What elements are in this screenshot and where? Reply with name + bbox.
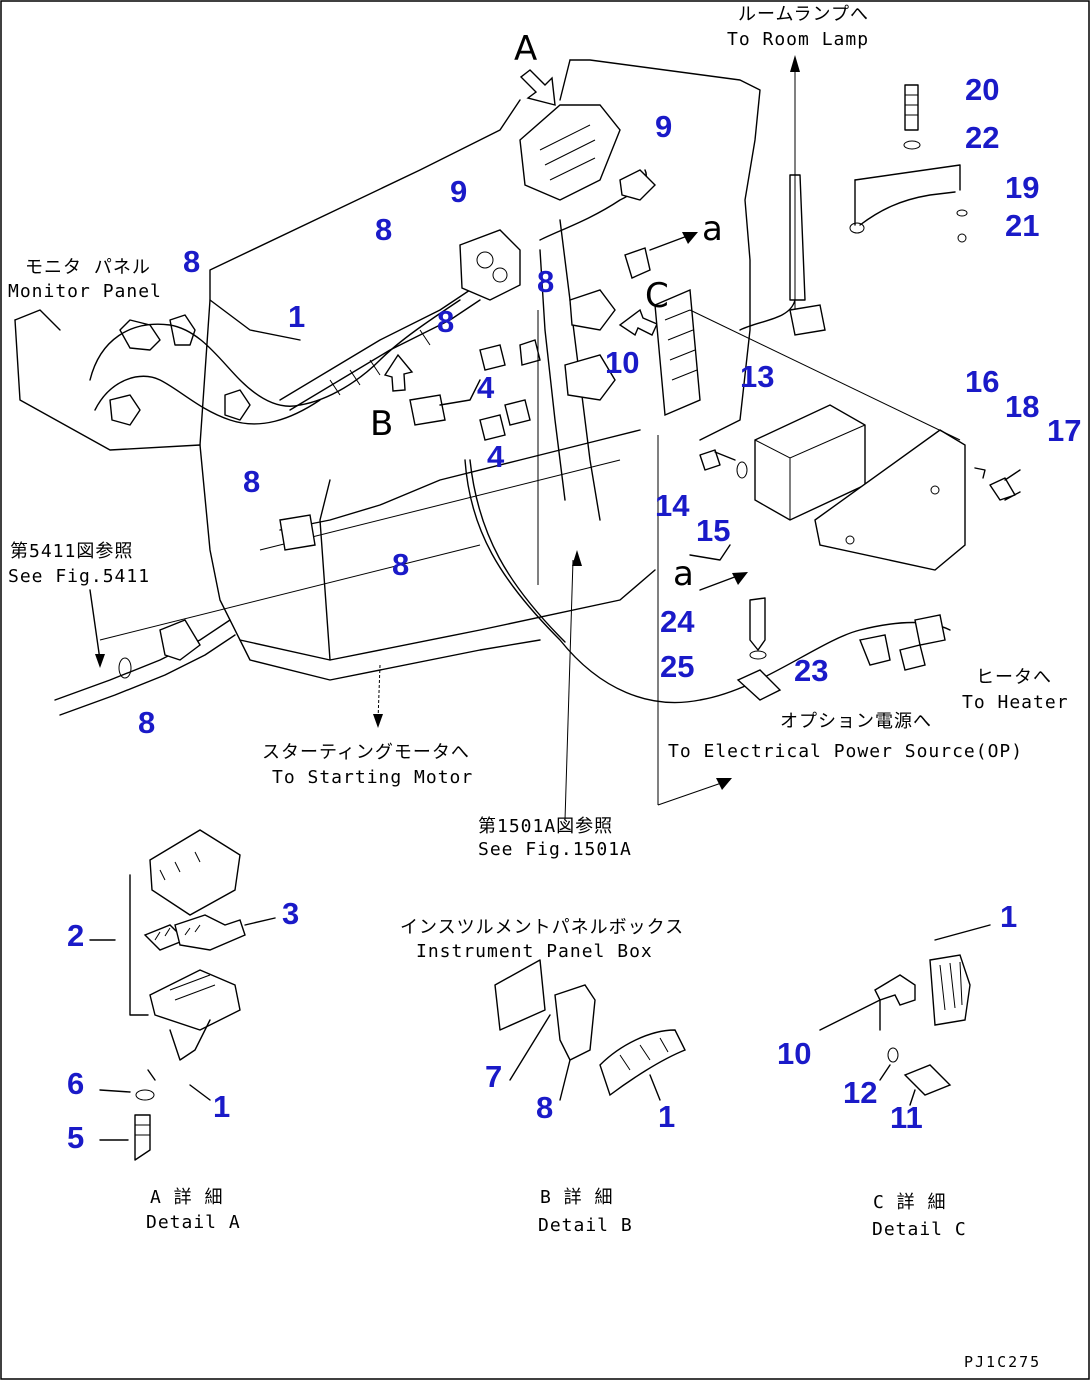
callout-7: 7	[485, 1059, 502, 1094]
starting-motor-label-jp: スターティングモータへ	[262, 742, 470, 763]
callout-11: 11	[890, 1100, 923, 1135]
see-fig-1501a-label-en: See Fig.1501A	[478, 839, 632, 860]
callout-18: 18	[1005, 389, 1039, 424]
detail-c-drawing	[819, 924, 991, 1106]
heater-label-jp: ヒータへ	[976, 667, 1052, 688]
callout-9-upper: 9	[655, 109, 672, 144]
callout-4-lower: 4	[487, 439, 505, 474]
callout-1-detail-b: 1	[658, 1099, 675, 1134]
starting-motor-label-en: To Starting Motor	[272, 767, 473, 788]
callout-25: 25	[660, 649, 694, 684]
instrument-box-label-en: Instrument Panel Box	[416, 941, 653, 962]
callout-8-center: 8	[537, 264, 554, 299]
callout-10-detail-c: 10	[777, 1036, 811, 1071]
detail-a-drawing	[89, 829, 276, 1161]
callout-4-upper: 4	[477, 370, 495, 405]
view-letter-b: B	[370, 404, 393, 444]
callout-10-main: 10	[605, 345, 639, 380]
see-fig-5411-label-en: See Fig.5411	[8, 566, 150, 587]
detail-b-drawing	[494, 959, 686, 1101]
monitor-panel-label-jp: モニタ パネル	[25, 257, 151, 278]
callout-8-bottom: 8	[138, 705, 155, 740]
view-letter-c: C	[645, 276, 669, 316]
detail-b-caption-jp: B 詳 細	[540, 1187, 614, 1208]
detail-b-caption-en: Detail B	[538, 1215, 633, 1236]
callout-8-detail-b: 8	[536, 1090, 553, 1125]
callout-17: 17	[1047, 413, 1081, 448]
instrument-box-label-jp: インスツルメントパネルボックス	[400, 917, 684, 938]
detail-c-caption-jp: C 詳 細	[873, 1192, 947, 1213]
detail-a-caption-en: Detail A	[146, 1212, 241, 1233]
heater-label-en: To Heater	[962, 692, 1069, 713]
callout-8-top: 8	[375, 212, 392, 247]
view-letters: A B C a a	[370, 29, 723, 594]
monitor-panel-label-en: Monitor Panel	[8, 281, 162, 302]
view-letter-a: A	[514, 29, 537, 69]
ground-strap	[849, 84, 968, 243]
detail-a-caption-jp: A 詳 細	[150, 1187, 224, 1208]
callout-8-left: 8	[243, 464, 260, 499]
callout-1-main: 1	[288, 299, 305, 334]
callout-5: 5	[67, 1120, 84, 1155]
callout-9-center: 9	[450, 174, 467, 209]
callout-8-mid: 8	[437, 304, 454, 339]
callout-20: 20	[965, 72, 999, 107]
text-labels: ルームランプへ To Room Lamp モニタ パネル Monitor Pan…	[8, 4, 1069, 1371]
callout-14: 14	[655, 488, 690, 523]
callout-1-detail-a: 1	[213, 1089, 230, 1124]
see-fig-5411-label-jp: 第5411図参照	[10, 541, 133, 562]
see-fig-1501a-label-jp: 第1501A図参照	[478, 816, 613, 837]
room-lamp-label-jp: ルームランプへ	[738, 4, 869, 25]
callout-12: 12	[843, 1075, 877, 1110]
callout-8-monitor: 8	[183, 244, 200, 279]
callout-15: 15	[696, 513, 730, 548]
detail-c-caption-en: Detail C	[872, 1219, 967, 1240]
view-letter-a-small-lower: a	[673, 554, 694, 594]
callout-13: 13	[740, 359, 774, 394]
callout-2: 2	[67, 918, 84, 953]
callout-numbers: 20 22 19 21 9 9 8 8 8 8 8 8 8 1 10 4 4 1…	[67, 72, 1081, 1155]
cab-body-drawing	[14, 55, 951, 821]
drawing-code: PJ1C275	[964, 1353, 1041, 1371]
callout-16: 16	[965, 364, 999, 399]
callout-24: 24	[660, 604, 695, 639]
callout-1-detail-c: 1	[1000, 899, 1017, 934]
controller-assembly	[689, 309, 1021, 701]
callout-19: 19	[1005, 170, 1039, 205]
callout-22: 22	[965, 120, 999, 155]
callout-8-lower: 8	[392, 547, 409, 582]
power-source-label-jp: オプション電源へ	[780, 711, 932, 732]
view-letter-a-small-upper: a	[702, 209, 723, 249]
callout-6: 6	[67, 1066, 84, 1101]
callout-3: 3	[282, 896, 299, 931]
callout-21: 21	[1005, 208, 1039, 243]
power-source-label-en: To Electrical Power Source(OP)	[668, 741, 1023, 762]
room-lamp-label-en: To Room Lamp	[727, 29, 869, 50]
callout-23: 23	[794, 653, 828, 688]
